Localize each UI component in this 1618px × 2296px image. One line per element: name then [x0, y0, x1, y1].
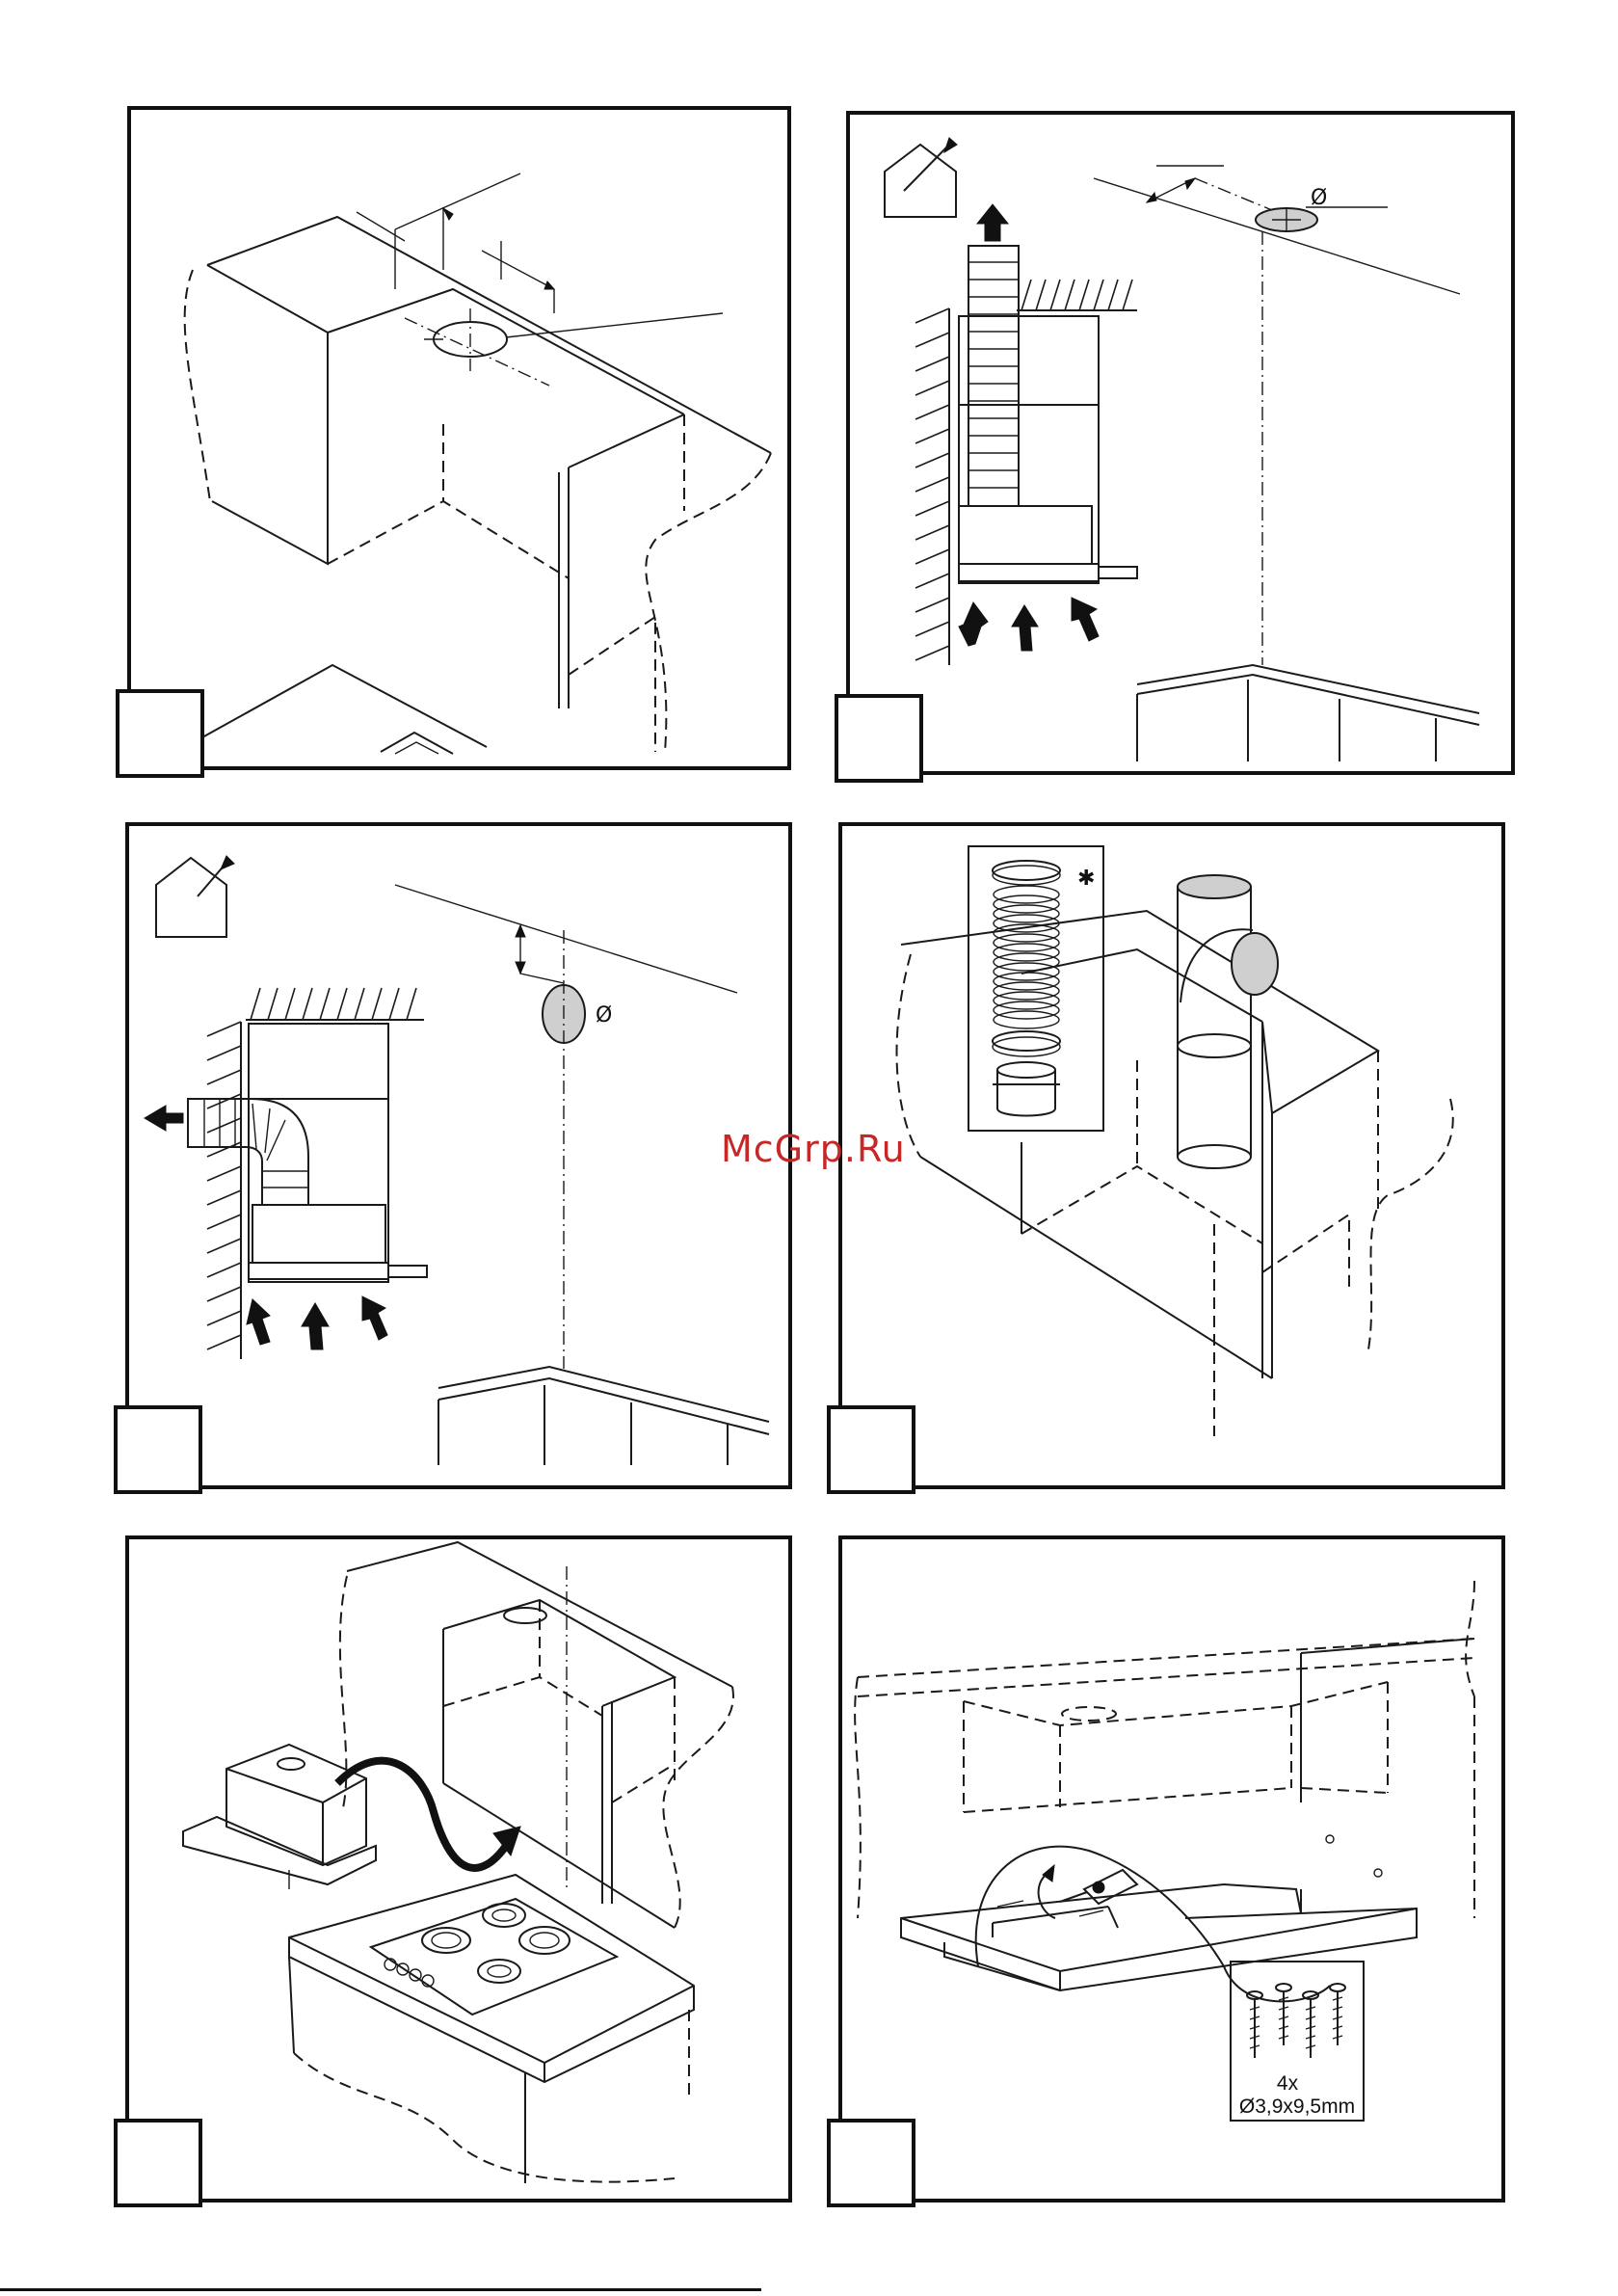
flexible-duct-icon [968, 246, 1019, 506]
hose-clamp-icon [993, 1031, 1060, 1051]
diameter-symbol: Ø [596, 1003, 612, 1028]
screw-icon [1276, 1984, 1291, 2045]
step-number-box-4 [829, 1407, 914, 1492]
panel-6: 4x Ø3,9x9,5mm [829, 1537, 1503, 2205]
screw-size-label: Ø3,9x9,5mm [1239, 2096, 1355, 2118]
step-number-box-1 [118, 691, 202, 776]
screwdriver-icon [1060, 1870, 1137, 1904]
panel-6-frame [840, 1537, 1503, 2201]
diameter-symbol: Ø [1311, 186, 1327, 210]
panel-5 [116, 1537, 790, 2205]
step-number-box-5 [116, 2121, 200, 2205]
asterisk-symbol: ✱ [1077, 867, 1095, 891]
step-number-box-3 [116, 1407, 200, 1492]
flexible-duct-icon [994, 886, 1059, 1028]
panel-4-frame [840, 824, 1503, 1487]
footer-rule [0, 2288, 761, 2291]
panel-3: Ø [116, 824, 790, 1492]
hose-clamp-icon [993, 861, 1060, 880]
airflow-arrow-icon [977, 204, 1008, 241]
screw-icon [1303, 1991, 1318, 2058]
panel-2: Ø [836, 113, 1513, 781]
house-vent-icon [156, 856, 234, 937]
screw-icon [1247, 1991, 1262, 2058]
step-number-box-2 [836, 696, 921, 781]
panel-1 [118, 108, 789, 776]
step-number-box-6 [829, 2121, 914, 2205]
panel-4: ✱ [829, 824, 1503, 1492]
panel-2-frame [848, 113, 1513, 773]
house-vent-icon [885, 138, 957, 217]
screw-count-label: 4x [1277, 2072, 1299, 2095]
screw-icon [1330, 1984, 1345, 2045]
watermark: McGrp.Ru [721, 1128, 906, 1170]
panel-5-frame [127, 1537, 790, 2201]
panel-1-frame [129, 108, 789, 768]
